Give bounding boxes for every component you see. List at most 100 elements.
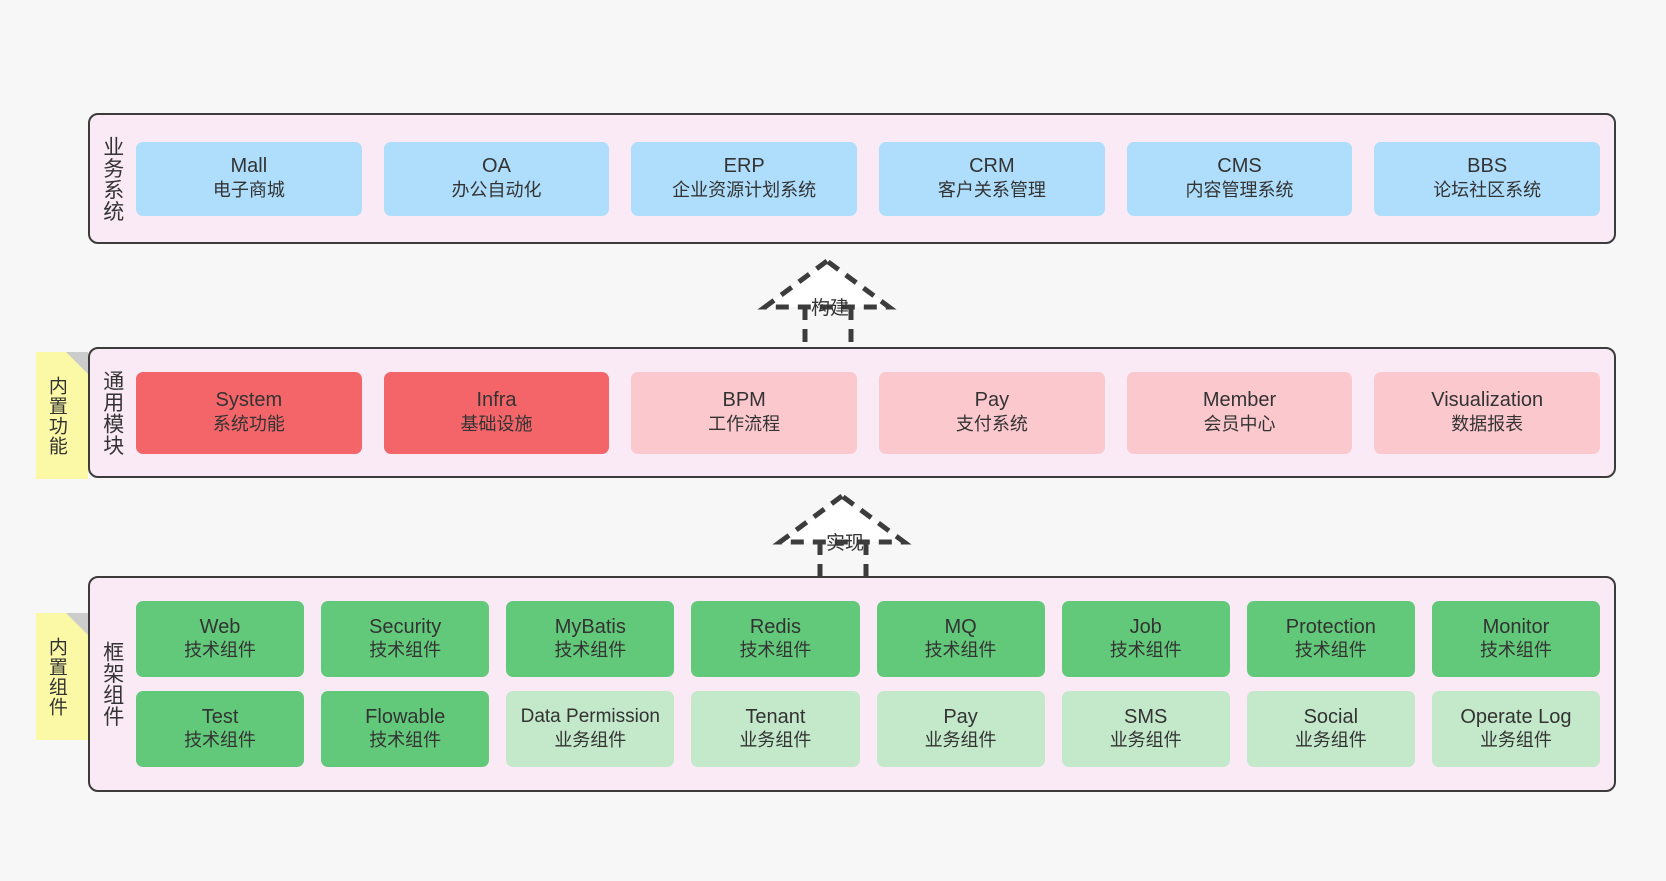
card-subtitle: 业务组件 bbox=[554, 729, 627, 750]
cards-area-framework-components: Web 技术组件 Security 技术组件 MyBatis 技术组件 Redi… bbox=[134, 578, 1614, 790]
card-subtitle: 内容管理系统 bbox=[1185, 179, 1294, 200]
card-member[interactable]: Member 会员中心 bbox=[1126, 371, 1353, 454]
card-system[interactable]: System 系统功能 bbox=[136, 371, 362, 454]
card-subtitle: 客户关系管理 bbox=[937, 179, 1046, 200]
card-subtitle: 技术组件 bbox=[739, 640, 812, 661]
card-test[interactable]: Test 技术组件 bbox=[136, 691, 305, 767]
card-job[interactable]: Job 技术组件 bbox=[1061, 601, 1230, 677]
card-mall[interactable]: Mall 电子商城 bbox=[136, 141, 362, 216]
card-subtitle: 业务组件 bbox=[739, 730, 812, 751]
card-subtitle: 论坛社区系统 bbox=[1433, 179, 1542, 200]
card-visualization[interactable]: Visualization 数据报表 bbox=[1374, 371, 1601, 454]
card-title: Mall bbox=[230, 155, 268, 178]
card-title: MyBatis bbox=[554, 615, 626, 638]
cards-area-common-modules: System 系统功能 Infra 基础设施 BPM 工作流程 Pay 支付系统… bbox=[134, 349, 1614, 476]
cards-area-business-systems: Mall 电子商城 OA 办公自动化 ERP 企业资源计划系统 CRM 客户关系… bbox=[134, 115, 1614, 242]
card-subtitle: 工作流程 bbox=[708, 413, 781, 434]
card-title: Social bbox=[1303, 705, 1359, 728]
connector-implement: 实现 bbox=[770, 490, 920, 580]
card-subtitle: 技术组件 bbox=[554, 640, 627, 661]
card-pay-module[interactable]: Pay 支付系统 bbox=[879, 371, 1105, 454]
card-title: Infra bbox=[476, 389, 517, 412]
generalization-arrow-icon bbox=[757, 257, 897, 345]
layer-panel-business-systems: 业务系统 Mall 电子商城 OA 办公自动化 ERP 企业资源计划系统 CRM… bbox=[88, 113, 1616, 244]
card-title: Monitor bbox=[1482, 615, 1550, 638]
layer-panel-framework-components: 框架组件 Web 技术组件 Security 技术组件 MyBatis 技术组件… bbox=[88, 576, 1616, 792]
card-subtitle: 业务组件 bbox=[924, 730, 997, 751]
connector-label: 实现 bbox=[825, 533, 865, 554]
card-subtitle: 技术组件 bbox=[1294, 640, 1367, 661]
card-infra[interactable]: Infra 基础设施 bbox=[383, 371, 610, 454]
card-subtitle: 数据报表 bbox=[1451, 413, 1524, 434]
card-title: BPM bbox=[722, 389, 766, 412]
card-title: Test bbox=[201, 705, 239, 728]
sticky-note-text: 内置组件 bbox=[45, 636, 67, 717]
card-subtitle: 办公自动化 bbox=[451, 179, 542, 200]
card-row: System 系统功能 Infra 基础设施 BPM 工作流程 Pay 支付系统… bbox=[136, 371, 1601, 454]
connector-build: 构建 bbox=[755, 255, 905, 345]
card-erp[interactable]: ERP 企业资源计划系统 bbox=[631, 141, 858, 216]
card-title: Pay bbox=[974, 389, 1010, 412]
card-subtitle: 业务组件 bbox=[1479, 730, 1552, 751]
card-subtitle: 技术组件 bbox=[924, 640, 997, 661]
sticky-note-builtin-components: 内置组件 bbox=[36, 613, 88, 740]
card-title: CRM bbox=[969, 155, 1015, 178]
card-protection[interactable]: Protection 技术组件 bbox=[1246, 601, 1415, 677]
card-subtitle: 业务组件 bbox=[1109, 730, 1182, 751]
generalization-arrow-icon bbox=[772, 492, 912, 580]
connector-label: 构建 bbox=[810, 298, 850, 319]
card-title: Tenant bbox=[745, 705, 806, 728]
card-title: Data Permission bbox=[520, 706, 660, 728]
card-subtitle: 技术组件 bbox=[184, 730, 257, 751]
card-subtitle: 技术组件 bbox=[369, 640, 442, 661]
card-title: Job bbox=[1129, 615, 1162, 638]
card-social[interactable]: Social 业务组件 bbox=[1246, 691, 1415, 767]
folded-corner-icon bbox=[66, 613, 88, 635]
card-monitor[interactable]: Monitor 技术组件 bbox=[1431, 601, 1600, 677]
sticky-note-text: 内置功能 bbox=[45, 375, 67, 456]
card-subtitle: 支付系统 bbox=[955, 413, 1028, 434]
card-title: CMS bbox=[1217, 155, 1262, 178]
card-tenant[interactable]: Tenant 业务组件 bbox=[691, 691, 860, 767]
card-title: ERP bbox=[723, 155, 765, 178]
card-operate-log[interactable]: Operate Log 业务组件 bbox=[1431, 691, 1600, 767]
card-subtitle: 电子商城 bbox=[212, 179, 285, 200]
card-title: OA bbox=[482, 155, 511, 178]
card-title: Redis bbox=[749, 615, 801, 638]
card-title: Visualization bbox=[1431, 389, 1544, 412]
card-data-permission[interactable]: Data Permission 业务组件 bbox=[506, 691, 675, 767]
card-mybatis[interactable]: MyBatis 技术组件 bbox=[506, 601, 675, 677]
card-sms[interactable]: SMS 业务组件 bbox=[1061, 691, 1230, 767]
card-crm[interactable]: CRM 客户关系管理 bbox=[879, 141, 1105, 216]
card-title: Operate Log bbox=[1460, 705, 1572, 728]
card-subtitle: 企业资源计划系统 bbox=[672, 179, 817, 200]
card-cms[interactable]: CMS 内容管理系统 bbox=[1126, 141, 1353, 216]
card-row: Web 技术组件 Security 技术组件 MyBatis 技术组件 Redi… bbox=[136, 601, 1600, 677]
card-bpm[interactable]: BPM 工作流程 bbox=[631, 371, 858, 454]
card-security[interactable]: Security 技术组件 bbox=[321, 601, 490, 677]
folded-corner-icon bbox=[66, 352, 88, 374]
card-bbs[interactable]: BBS 论坛社区系统 bbox=[1374, 141, 1601, 216]
card-title: Security bbox=[369, 615, 442, 638]
card-row: Test 技术组件 Flowable 技术组件 Data Permission … bbox=[136, 691, 1600, 767]
card-title: Web bbox=[199, 615, 241, 638]
card-subtitle: 基础设施 bbox=[460, 413, 533, 434]
card-subtitle: 技术组件 bbox=[369, 730, 442, 751]
card-subtitle: 会员中心 bbox=[1203, 413, 1276, 434]
card-web[interactable]: Web 技术组件 bbox=[136, 601, 305, 677]
sticky-note-builtin-features: 内置功能 bbox=[36, 352, 88, 479]
card-title: Flowable bbox=[365, 705, 446, 728]
card-row: Mall 电子商城 OA 办公自动化 ERP 企业资源计划系统 CRM 客户关系… bbox=[136, 141, 1601, 216]
card-flowable[interactable]: Flowable 技术组件 bbox=[321, 691, 490, 767]
layer-panel-common-modules: 通用模块 System 系统功能 Infra 基础设施 BPM 工作流程 Pay… bbox=[88, 347, 1616, 478]
card-redis[interactable]: Redis 技术组件 bbox=[691, 601, 860, 677]
card-mq[interactable]: MQ 技术组件 bbox=[876, 601, 1045, 677]
card-title: Member bbox=[1202, 389, 1277, 412]
card-subtitle: 技术组件 bbox=[1109, 640, 1182, 661]
card-oa[interactable]: OA 办公自动化 bbox=[383, 141, 610, 216]
card-subtitle: 技术组件 bbox=[1479, 640, 1552, 661]
card-title: SMS bbox=[1124, 705, 1168, 728]
card-pay-component[interactable]: Pay 业务组件 bbox=[876, 691, 1045, 767]
card-subtitle: 技术组件 bbox=[184, 640, 257, 661]
